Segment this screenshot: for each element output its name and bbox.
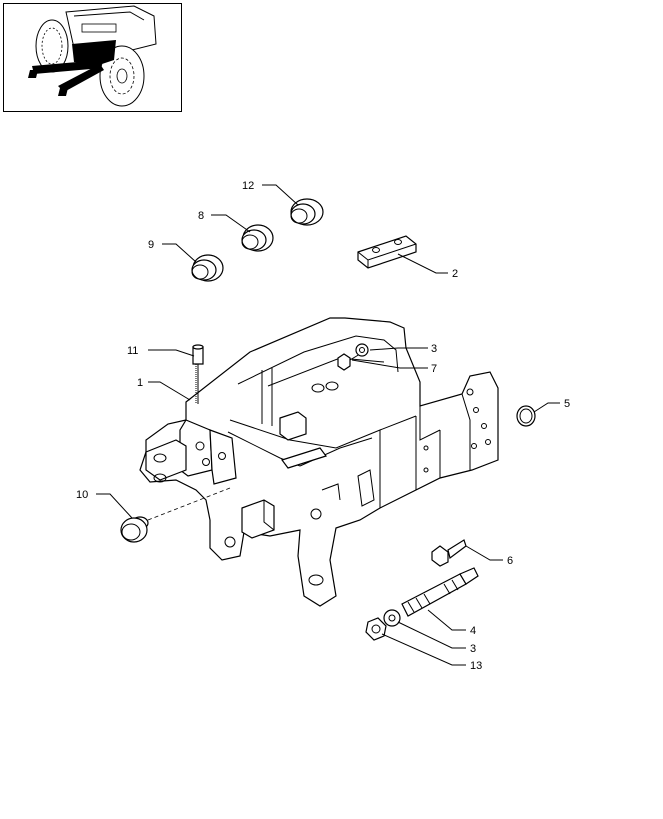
- callout-11: 11: [127, 345, 138, 357]
- locator-thumbnail: [3, 3, 182, 112]
- plug-9: [191, 254, 224, 282]
- bolt-6: [431, 539, 467, 567]
- callout-6: 6: [507, 555, 513, 567]
- washer-3-upper: [355, 343, 369, 357]
- callout-10: 10: [76, 489, 88, 501]
- callout-8: 8: [198, 210, 204, 222]
- callout-3-upper: 3: [431, 343, 437, 355]
- callout-1: 1: [137, 377, 143, 389]
- screw-11: [192, 344, 204, 404]
- leader-lines: [96, 184, 560, 666]
- callout-3-lower: 3: [470, 643, 476, 655]
- bolt-7: [337, 353, 361, 371]
- stud-4: [401, 567, 479, 617]
- plug-10: [120, 487, 231, 543]
- callout-9: 9: [148, 239, 154, 251]
- tractor-locator-icon: [28, 5, 157, 107]
- washer-3-lower: [383, 609, 401, 627]
- callout-13: 13: [470, 660, 482, 672]
- plug-8: [241, 224, 274, 252]
- callout-labels: 12 8 9 2 11 3 7 1 5 10 6 4 3 13: [76, 180, 570, 672]
- front-support-1: [139, 317, 499, 607]
- plug-12: [290, 198, 324, 226]
- nut-13: [365, 617, 387, 641]
- callout-5: 5: [564, 398, 570, 410]
- callout-4: 4: [470, 625, 476, 637]
- callout-7: 7: [431, 363, 437, 375]
- callout-2: 2: [452, 268, 458, 280]
- plate-2: [357, 235, 417, 269]
- seal-ring-5: [516, 405, 536, 427]
- callout-12: 12: [242, 180, 254, 192]
